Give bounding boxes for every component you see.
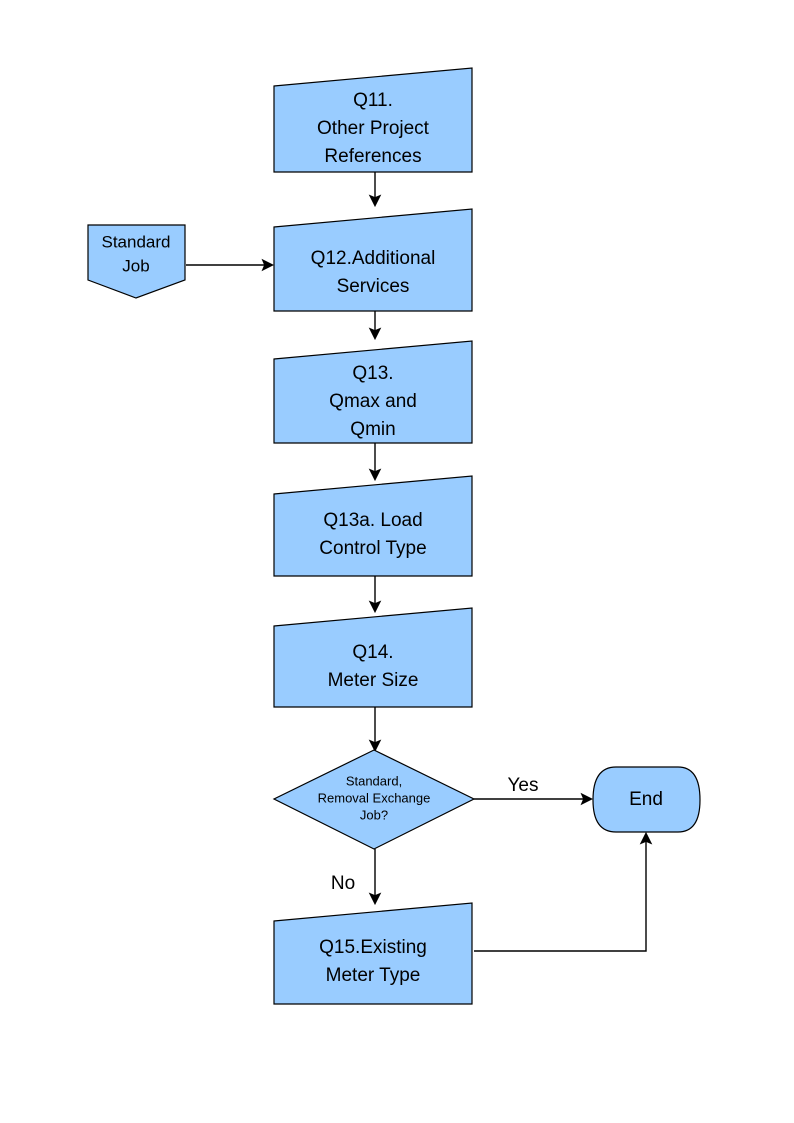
node-decision-line3: Job? — [360, 807, 388, 822]
node-decision-shape[interactable] — [272, 749, 476, 850]
node-q11-line1: Q11. — [353, 90, 393, 111]
node-q12-line1: Q12.Additional — [311, 248, 436, 269]
node-decision-line1: Standard, — [346, 773, 402, 788]
node-standard-job-line1: Standard — [102, 232, 171, 251]
node-q14-shape[interactable] — [273, 607, 473, 708]
node-standard-job[interactable]: Standard Job — [87, 224, 186, 299]
node-decision-line2: Removal Exchange — [318, 790, 431, 805]
node-q14-line2: Meter Size — [328, 670, 419, 691]
edge-label-layer: Yes No — [331, 775, 539, 894]
node-q11-line2: Other Project — [317, 118, 430, 139]
node-q15-shape[interactable] — [273, 902, 473, 1005]
node-q15[interactable]: Q15.Existing Meter Type — [273, 902, 473, 1005]
node-q13a-shape[interactable] — [273, 475, 473, 577]
node-q13[interactable]: Q13. Qmax and Qmin — [273, 340, 473, 444]
node-q15-line2: Meter Type — [326, 965, 421, 986]
node-end-shape[interactable] — [592, 766, 701, 833]
node-q12-line2: Services — [337, 276, 410, 297]
edge-q15-to-end — [474, 831, 653, 952]
node-q13a[interactable]: Q13a. Load Control Type — [273, 475, 473, 577]
node-q15-line1: Q15.Existing — [319, 937, 427, 958]
node-q11-line3: References — [324, 146, 421, 167]
node-standard-job-line2: Job — [122, 256, 149, 275]
node-q12[interactable]: Q12.Additional Services — [273, 208, 473, 312]
node-q11-shape[interactable] — [273, 67, 473, 173]
node-q13a-line1: Q13a. Load — [323, 510, 422, 531]
node-q13-line2: Qmax and — [329, 391, 417, 412]
node-q11[interactable]: Q11. Other Project References — [273, 67, 473, 173]
connector-layer — [186, 172, 653, 952]
node-end-label: End — [629, 789, 663, 810]
node-q13-shape[interactable] — [273, 340, 473, 444]
node-q12-shape[interactable] — [273, 208, 473, 312]
node-q13-line1: Q13. — [352, 363, 393, 384]
node-q13a-line2: Control Type — [319, 538, 426, 559]
node-standard-job-shape[interactable] — [87, 224, 186, 299]
node-end[interactable]: End — [592, 766, 701, 833]
node-q14-line1: Q14. — [352, 642, 393, 663]
edge-label-no: No — [331, 873, 355, 894]
node-q13-line3: Qmin — [350, 419, 395, 440]
node-decision[interactable]: Standard, Removal Exchange Job? — [272, 749, 476, 850]
node-q14[interactable]: Q14. Meter Size — [273, 607, 473, 708]
edge-label-yes: Yes — [508, 775, 539, 796]
